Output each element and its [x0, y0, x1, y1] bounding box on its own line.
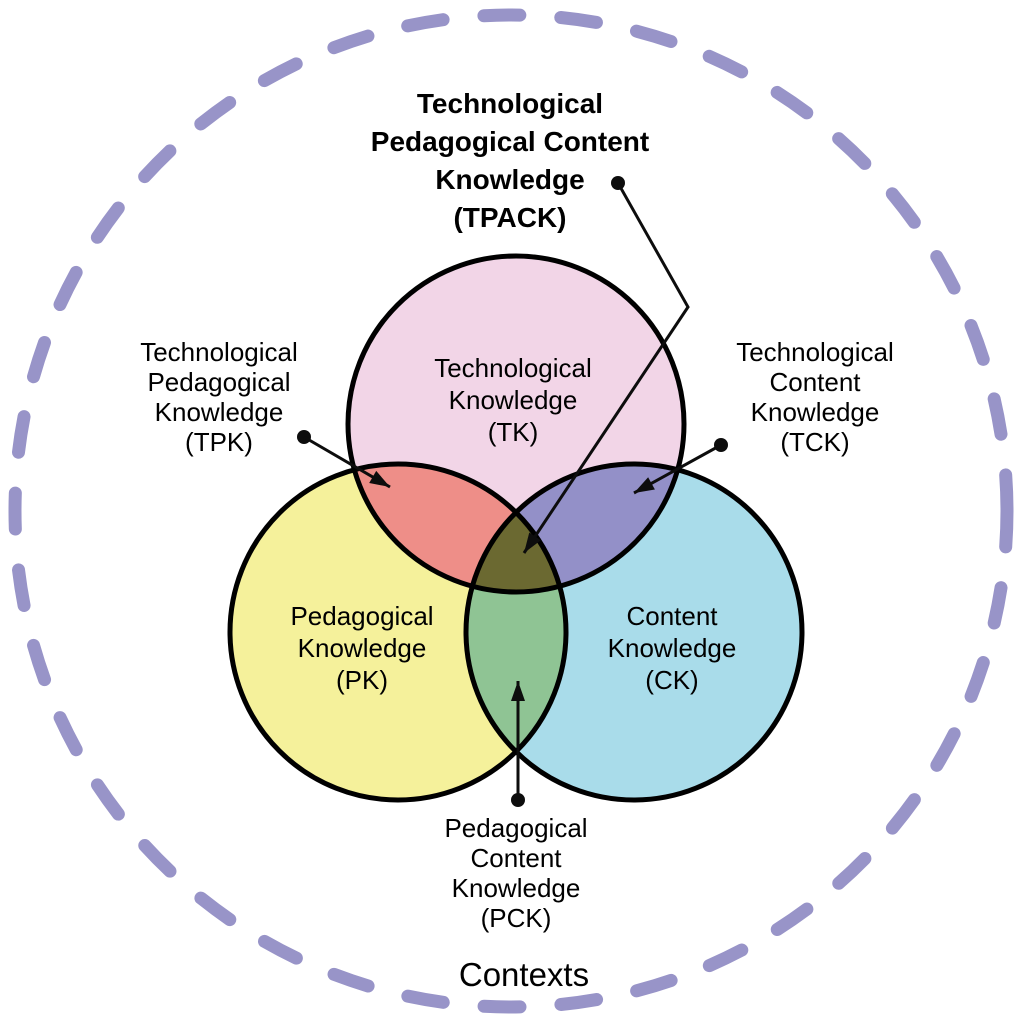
tpack-label-line: Knowledge: [435, 164, 584, 195]
pck-label-line: (PCK): [481, 903, 552, 933]
pck-label-line: Pedagogical: [444, 813, 587, 843]
tpk-connector: [297, 430, 391, 489]
tpk-label-line: Knowledge: [155, 397, 284, 427]
pck-label-line: Knowledge: [452, 873, 581, 903]
pk-label: Pedagogical Knowledge (PK): [290, 601, 433, 695]
pck-label-line: Content: [470, 843, 562, 873]
ck-label-line: (CK): [645, 665, 698, 695]
tpk-label: Technological Pedagogical Knowledge (TPK…: [140, 337, 298, 457]
tpack-label-line: Pedagogical Content: [371, 126, 649, 157]
tpk-label-line: Pedagogical: [147, 367, 290, 397]
tpk-label-line: (TPK): [185, 427, 253, 457]
pck-label: Pedagogical Content Knowledge (PCK): [444, 813, 587, 933]
pk-circle-outline: [227, 461, 569, 803]
tk-circle-outline: [345, 253, 687, 595]
tpack-label: Technological Pedagogical Content Knowle…: [371, 88, 649, 233]
tck-label-line: (TCK): [780, 427, 849, 457]
tk-label-line: (TK): [488, 417, 539, 447]
tck-region: [466, 464, 684, 592]
tpack-connector-line: [522, 182, 690, 554]
tpk-label-line: Technological: [140, 337, 298, 367]
tk-label-line: Knowledge: [449, 385, 578, 415]
ck-label: Content Knowledge (CK): [608, 601, 737, 695]
tpk-connector-line: [303, 435, 391, 489]
tck-connector: [633, 438, 728, 495]
tk-label-line: Technological: [434, 353, 592, 383]
pk-label-line: (PK): [336, 665, 388, 695]
tck-label-line: Content: [769, 367, 861, 397]
tpack-label-line: (TPACK): [453, 202, 566, 233]
pk-label-line: Pedagogical: [290, 601, 433, 631]
pk-label-line: Knowledge: [298, 633, 427, 663]
ck-label-line: Knowledge: [608, 633, 737, 663]
contexts-label: Contexts: [459, 956, 589, 993]
tck-label-line: Technological: [736, 337, 894, 367]
tk-label: Technological Knowledge (TK): [434, 353, 592, 447]
tck-label: Technological Content Knowledge (TCK): [736, 337, 894, 457]
ck-circle-outline: [463, 461, 805, 803]
tck-label-line: Knowledge: [751, 397, 880, 427]
ck-label-line: Content: [626, 601, 718, 631]
tpack-label-line: Technological: [417, 88, 603, 119]
tpk-region: [348, 464, 566, 592]
tck-connector-line: [633, 443, 722, 495]
tpack-connector: [522, 176, 690, 554]
contexts-dashed-circle: [8, 8, 1014, 1014]
pck-connector: [511, 681, 525, 807]
